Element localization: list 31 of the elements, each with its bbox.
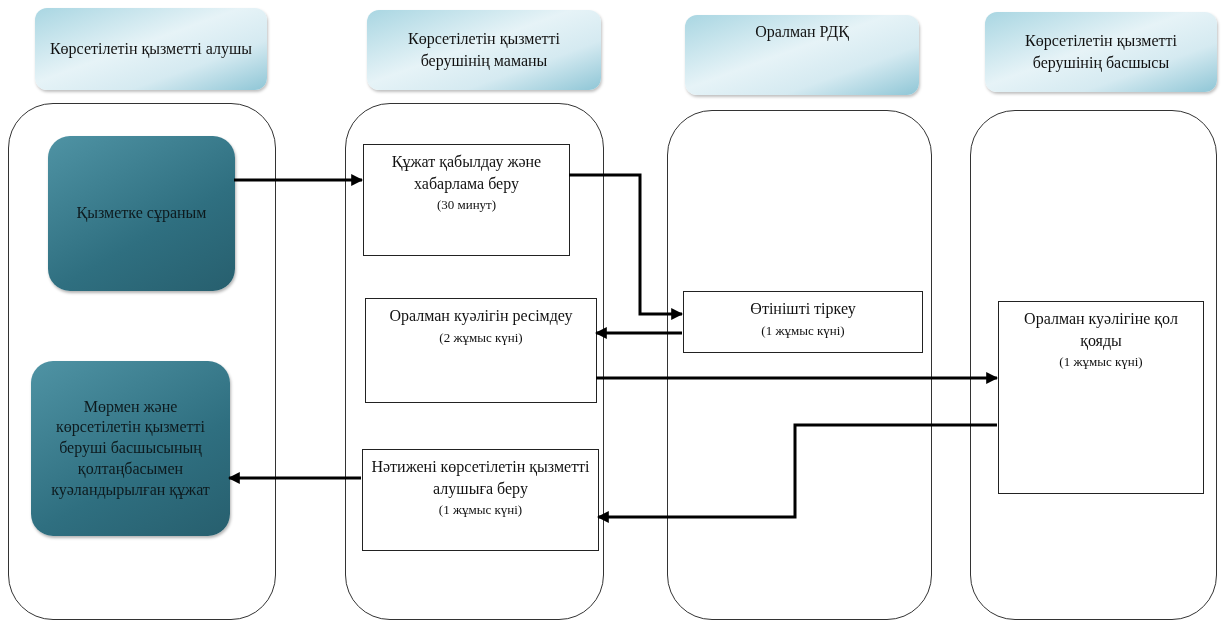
process-box — [998, 301, 1204, 494]
step-text: Құжат қабылдау және хабарлама беру — [390, 152, 543, 195]
step-text: Оралман куәлігіне қол қояды — [1023, 309, 1179, 352]
duration-text: (30 минут) — [436, 196, 497, 214]
lane-header: Көрсетілетін қызметті алушы — [35, 8, 267, 90]
terminal-box: Мөрмен және көрсетілетін қызметті беруші басшысының қолтаңбасымен куәландырылған құжат — [31, 361, 230, 536]
lane-header: Көрсетілетін қызметті берушінің маманы — [367, 10, 601, 90]
duration-text: (1 жұмыс күні) — [761, 321, 845, 340]
swimlane — [345, 103, 604, 620]
process-box — [363, 144, 570, 256]
swimlane — [8, 103, 276, 620]
lane-header: Көрсетілетін қызметті берушінің басшысы — [985, 12, 1217, 92]
process-box — [365, 298, 597, 403]
arrow — [594, 327, 682, 339]
process-box — [683, 291, 923, 353]
duration-text: (1 жұмыс күні) — [438, 501, 523, 519]
arrow — [569, 173, 684, 320]
arrow — [234, 174, 364, 186]
step-text: Оралман куәлігін ресімдеу — [389, 306, 573, 327]
lane-header: Оралман РДҚ — [685, 15, 919, 95]
arrow — [596, 372, 999, 384]
arrow — [596, 423, 997, 523]
duration-text: (2 жұмыс күні) — [439, 328, 523, 347]
step-text: Нәтижені көрсетілетін қызметті алушыға беру — [371, 457, 590, 500]
terminal-box: Қызметке сұраным — [48, 136, 235, 291]
process-box — [362, 449, 599, 551]
swimlane — [970, 110, 1217, 620]
step-text: Өтінішті тіркеу — [750, 299, 856, 320]
arrow — [227, 472, 361, 484]
swimlane — [667, 110, 932, 620]
duration-text: (1 жұмыс күні) — [1059, 353, 1143, 371]
